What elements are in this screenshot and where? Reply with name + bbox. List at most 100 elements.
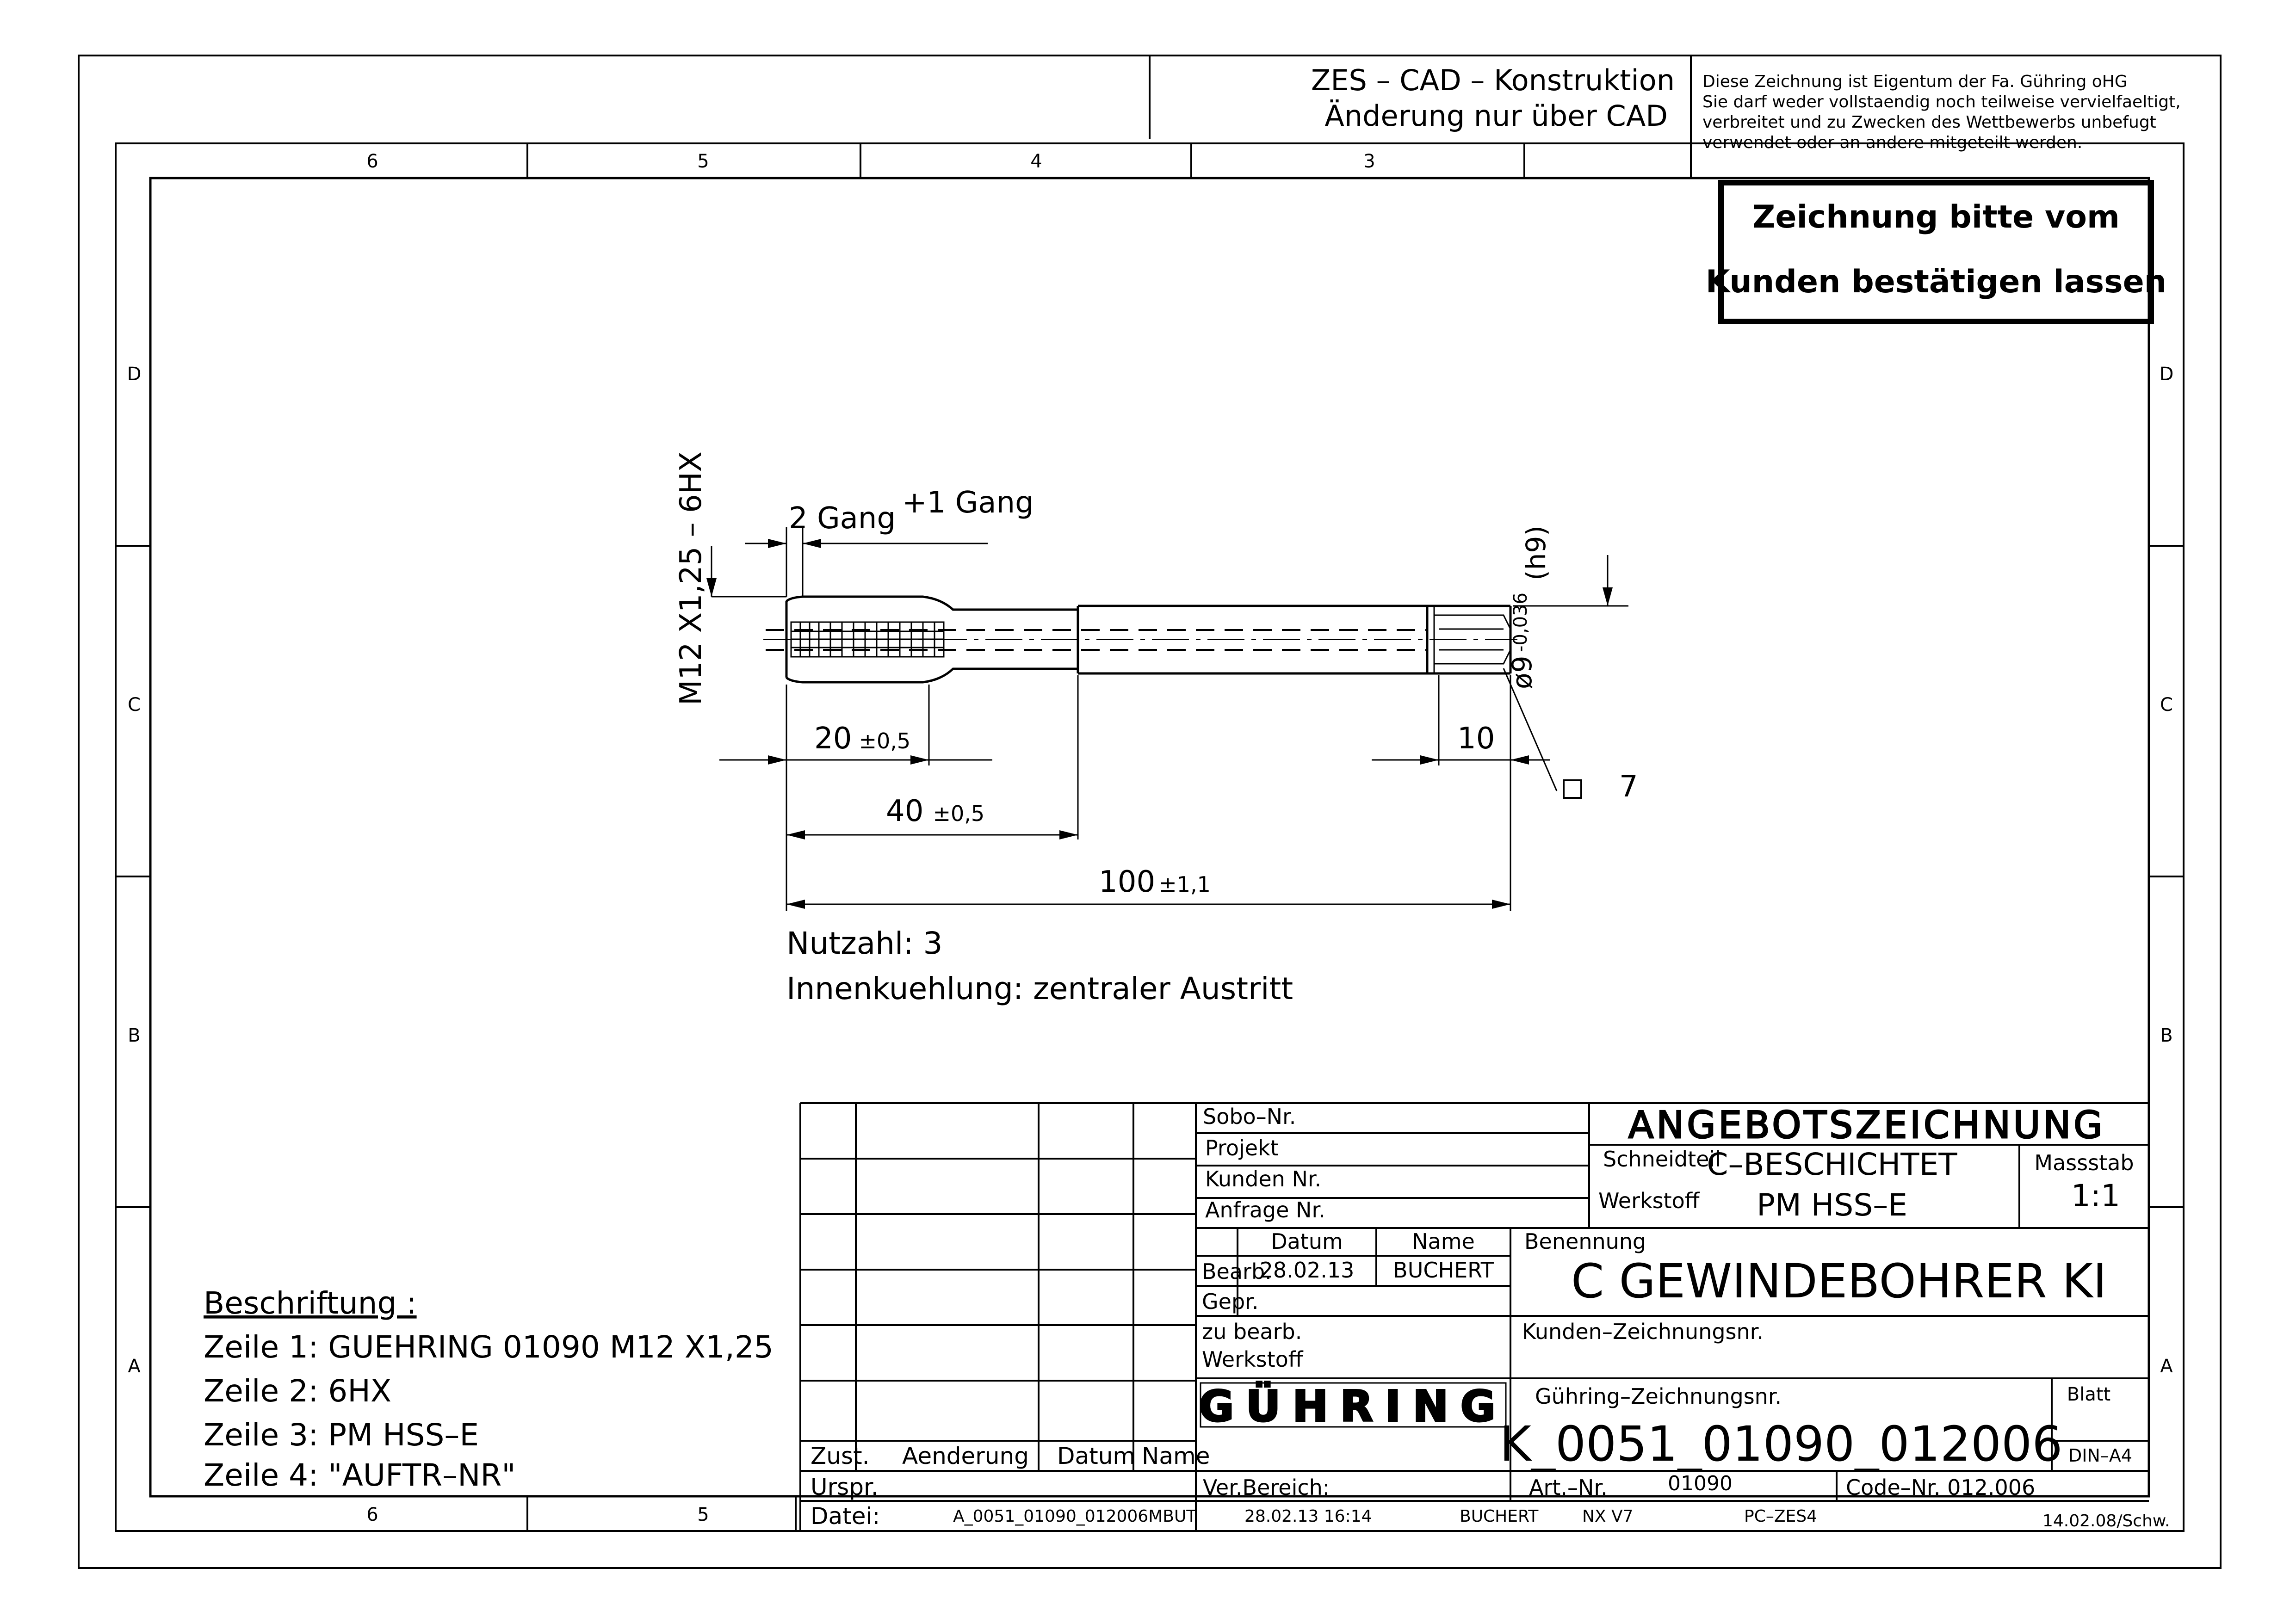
datei-version: 14.02.08/Schw.: [2042, 1512, 2170, 1530]
rev-aenderung: Aenderung: [902, 1443, 1029, 1469]
dimension-arrows: [706, 539, 1613, 909]
title-block-right: ANGEBOTSZEICHNUNG Schneidteil C–BESCHICH…: [1500, 1103, 2134, 1500]
field-ver-bereich: Ver.Bereich:: [1203, 1475, 1330, 1500]
dia-tol: -0,036: [1510, 592, 1531, 652]
grid-col-label: 4: [1030, 151, 1042, 172]
beschriftung-line: Zeile 1: GUEHRING 01090 M12 X1,25: [204, 1329, 774, 1365]
werkstoff-value: PM HSS–E: [1757, 1187, 1907, 1223]
datei-label: Datei:: [811, 1503, 880, 1530]
header-lines: [1149, 56, 1692, 178]
tap-outline: [785, 595, 1512, 684]
werkstoff-label: Werkstoff: [1598, 1188, 1700, 1213]
art-nr-value: 01090: [1668, 1472, 1733, 1495]
title-block-lines: [799, 1102, 2149, 1531]
code-nr: Code–Nr. 012.006: [1846, 1475, 2035, 1500]
grid-col-label: 5: [697, 151, 709, 172]
dim-plus-1-gang: +1 Gang: [902, 486, 1034, 520]
file-info: A_0051_01090_012006MBUT 28.02.13 16:14 B…: [953, 1507, 2170, 1530]
schneidteil-label: Schneidteil: [1603, 1147, 1721, 1172]
row-labels: D C B A D C B A: [127, 364, 2174, 1377]
guehring-zeichnungsnr-label: Gühring–Zeichnungsnr.: [1535, 1384, 1782, 1409]
grid-row-label: A: [2160, 1356, 2173, 1377]
field-gepr: Gepr.: [1202, 1289, 1258, 1314]
datei-nx: NX V7: [1582, 1507, 1634, 1526]
notice-line: verwendet oder an andere mitgeteilt werd…: [1702, 133, 2082, 152]
dim-square-7: 7: [1619, 770, 1638, 804]
benennung-label: Benennung: [1524, 1229, 1646, 1254]
datei-name: A_0051_01090_012006MBUT: [953, 1507, 1197, 1526]
dim-100: 100±1,1: [1099, 865, 1211, 899]
field-projekt: Projekt: [1205, 1135, 1279, 1160]
datei-user: BUCHERT: [1460, 1507, 1539, 1526]
dim-40-value: 40: [886, 794, 923, 828]
format-label: DIN–A4: [2068, 1445, 2132, 1466]
dia-fit: (h9): [1520, 525, 1552, 580]
bottom-column-grid: [526, 1496, 797, 1531]
head-datum: Datum: [1271, 1229, 1343, 1254]
grid-col-label: 5: [697, 1504, 709, 1525]
dia-value: ø9: [1506, 656, 1538, 689]
benennung-value: C GEWINDEBOHRER KI: [1571, 1254, 2107, 1309]
dim-40-tol: ±0,5: [933, 801, 984, 826]
confirm-line2: Kunden bestätigen lassen: [1706, 264, 2166, 300]
rev-zust: Zust.: [811, 1443, 870, 1469]
thread-spec: M12 X1,25 – 6HX: [674, 451, 708, 705]
rev-urspr: Urspr.: [811, 1474, 879, 1500]
field-werkstoff2: Werkstoff: [1202, 1347, 1304, 1372]
notice-line: verbreitet und zu Zwecken des Wettbewerb…: [1702, 113, 2156, 132]
dim-100-tol: ±1,1: [1159, 872, 1211, 897]
notice-line: Diese Zeichnung ist Eigentum der Fa. Güh…: [1702, 72, 2128, 91]
notice-line: Sie darf weder vollstaendig noch teilwei…: [1702, 93, 2181, 111]
dim-diameter: ø9 -0,036 (h9): [1506, 525, 1552, 689]
confirm-line1: Zeichnung bitte vom: [1752, 199, 2120, 235]
grid-row-label: D: [2160, 364, 2174, 385]
dim-20: 20 ±0,5: [814, 722, 910, 756]
grid-col-label: 3: [1363, 151, 1375, 172]
confirmation-stamp: Zeichnung bitte vom Kunden bestätigen la…: [1706, 180, 2166, 324]
beschriftung-block: Beschriftung : Zeile 1: GUEHRING 01090 M…: [204, 1285, 774, 1493]
coolant-channel: [766, 629, 1427, 651]
dimension-lines: [711, 527, 1628, 911]
top-column-grid: [526, 143, 1525, 178]
bottom-column-labels: 6 5: [366, 1504, 709, 1525]
grid-row-label: D: [127, 364, 142, 385]
art-nr-label: Art.–Nr.: [1529, 1475, 1608, 1500]
row-grid: [116, 545, 2184, 1208]
revision-header: Zust. Aenderung Datum Name Urspr. Datei:: [811, 1443, 1210, 1530]
beschriftung-line: Zeile 3: PM HSS–E: [204, 1417, 479, 1453]
grid-row-label: B: [128, 1025, 140, 1046]
field-bearb: Bearb.: [1202, 1259, 1272, 1284]
tool-notes: Nutzahl: 3 Innenkuehlung: zentraler Aust…: [786, 926, 1293, 1006]
datei-pc: PC–ZES4: [1744, 1507, 1817, 1526]
dim-20-tol: ±0,5: [859, 728, 910, 753]
field-sobo: Sobo–Nr.: [1203, 1104, 1296, 1129]
rev-name: Name: [1142, 1443, 1210, 1469]
head-name: Name: [1412, 1229, 1475, 1254]
kunden-zeichnungsnr-label: Kunden–Zeichnungsnr.: [1522, 1319, 1764, 1344]
dim-100-value: 100: [1099, 865, 1155, 899]
cad-header-line1: ZES – CAD – Konstruktion: [1311, 63, 1675, 97]
cad-header: ZES – CAD – Konstruktion Änderung nur üb…: [1311, 63, 1675, 133]
title-block-fields: Sobo–Nr. Projekt Kunden Nr. Anfrage Nr. …: [1202, 1104, 1494, 1500]
bearb-name: BUCHERT: [1393, 1258, 1494, 1283]
dim-10: 10: [1457, 722, 1495, 756]
top-column-labels: 6 5 4 3: [366, 151, 1375, 172]
datei-date: 28.02.13 16:14: [1244, 1507, 1372, 1526]
rev-datum: Datum: [1057, 1443, 1135, 1469]
schneidteil-value: C–BESCHICHTET: [1707, 1147, 1957, 1182]
note-nutzahl: Nutzahl: 3: [786, 926, 943, 961]
grid-row-label: C: [128, 694, 141, 716]
dim-20-value: 20: [814, 722, 852, 756]
field-zu-bearb: zu bearb.: [1202, 1319, 1302, 1344]
dim-40: 40 ±0,5: [886, 794, 984, 828]
zeichnungsnr: K_0051_01090_012006: [1500, 1416, 2063, 1472]
bearb-datum: 28.02.13: [1260, 1258, 1355, 1283]
cad-header-line2: Änderung nur über CAD: [1324, 99, 1668, 133]
beschriftung-line: Zeile 2: 6HX: [204, 1373, 391, 1409]
grid-row-label: C: [2160, 694, 2173, 716]
field-anfrage-nr: Anfrage Nr.: [1205, 1197, 1325, 1222]
beschriftung-line: Zeile 4: "AUFTR–NR": [204, 1457, 516, 1493]
dimension-texts: M12 X1,25 – 6HX 2 Gang +1 Gang 20±0,5 40…: [674, 451, 1638, 899]
ownership-notice: Diese Zeichnung ist Eigentum der Fa. Güh…: [1702, 72, 2181, 152]
